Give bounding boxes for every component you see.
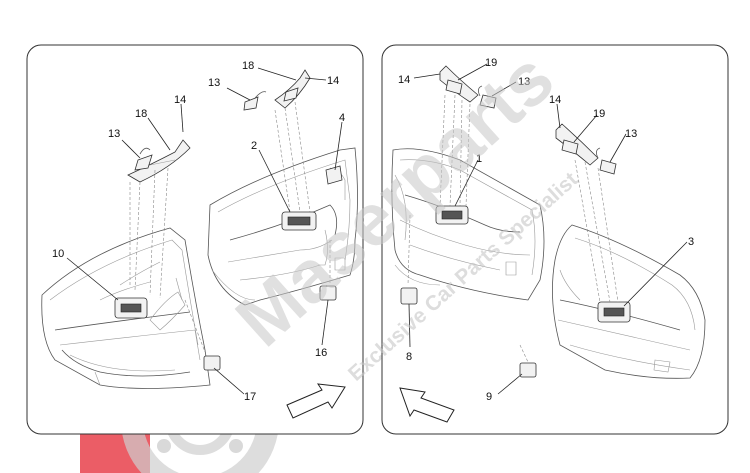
right-bezel-group-a	[439, 65, 497, 109]
callout-1: 1	[476, 153, 482, 165]
callout-17: 17	[244, 391, 256, 403]
callout-13: 13	[108, 128, 120, 140]
callout-14: 14	[398, 74, 410, 86]
callout-16: 16	[315, 347, 327, 359]
right-module-9	[519, 362, 537, 378]
right-panel: 14 19 13 14 19 13 1 3 8 9	[381, 44, 729, 435]
right-rear-door	[552, 224, 706, 379]
callout-2: 2	[251, 140, 257, 152]
callout-4: 4	[339, 112, 345, 124]
callout-14: 14	[327, 75, 339, 87]
left-rear-door	[41, 227, 211, 389]
callout-13: 13	[518, 76, 530, 88]
left-front-door	[207, 147, 358, 306]
right-bezel-group-b	[555, 123, 617, 175]
left-panel: 18 14 13 18 14 13 2 4 10 16 17	[26, 44, 364, 435]
callout-13: 13	[625, 128, 637, 140]
direction-arrow-icon	[286, 383, 346, 419]
callout-18: 18	[242, 60, 254, 72]
left-bezel-group-a	[127, 139, 191, 183]
callout-19: 19	[593, 108, 605, 120]
callout-8: 8	[406, 351, 412, 363]
right-front-door	[391, 148, 545, 301]
direction-arrow-icon	[399, 387, 455, 423]
callout-13: 13	[208, 77, 220, 89]
callout-14: 14	[549, 94, 561, 106]
callout-9: 9	[486, 391, 492, 403]
callout-19: 19	[485, 57, 497, 69]
callout-3: 3	[688, 236, 694, 248]
left-panel-frame	[26, 44, 364, 435]
right-module-8	[400, 287, 418, 305]
right-panel-frame	[381, 44, 729, 435]
callout-14: 14	[174, 94, 186, 106]
callout-18: 18	[135, 108, 147, 120]
callout-10: 10	[52, 248, 64, 260]
left-bezel-group-b	[243, 69, 311, 111]
left-module-17	[203, 355, 221, 371]
